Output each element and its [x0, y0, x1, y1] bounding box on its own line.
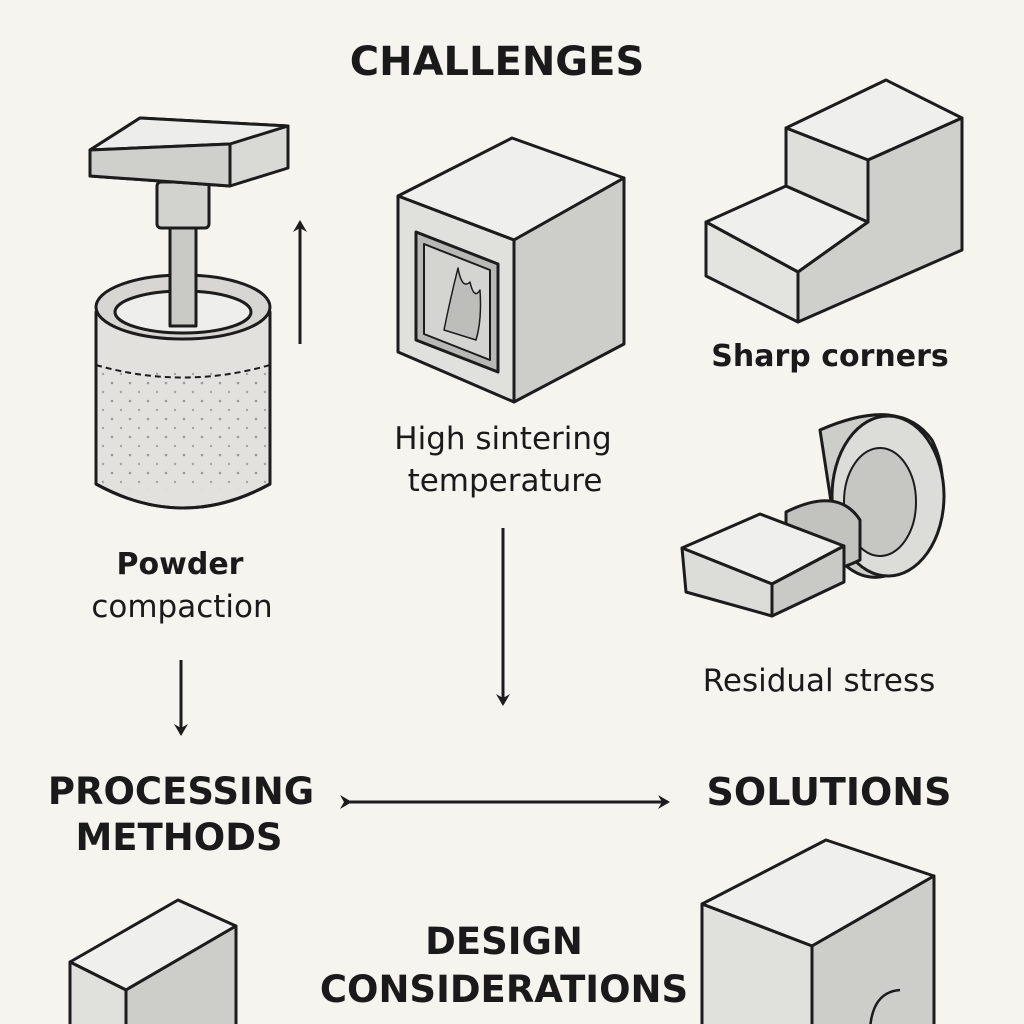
- stepped-block-illustration: [704, 78, 964, 324]
- processing-heading-line1: PROCESSING: [47, 770, 315, 813]
- residual-stress-caption: Residual stress: [702, 663, 936, 699]
- sintering-caption-line1: High sintering: [394, 421, 612, 457]
- design-heading-line1: DESIGN: [425, 920, 583, 963]
- design-heading-line2: CONSIDERATIONS: [319, 968, 689, 1011]
- solutions-heading: SOLUTIONS: [706, 770, 952, 814]
- powder-press-illustration: [88, 116, 290, 510]
- bottom-right-block-illustration: [700, 838, 936, 1024]
- bottom-left-block-illustration: [68, 898, 238, 1024]
- processing-heading-line2: METHODS: [75, 816, 283, 859]
- sharp-corners-caption: Sharp corners: [711, 339, 949, 374]
- challenges-heading: CHALLENGES: [349, 39, 645, 85]
- powder-caption-line1: Powder: [116, 547, 244, 582]
- furnace-cube-illustration: [396, 136, 626, 404]
- powder-caption-line2: compaction: [91, 589, 273, 625]
- sintering-caption-line2: temperature: [407, 463, 603, 499]
- residual-stress-illustration: [680, 413, 946, 618]
